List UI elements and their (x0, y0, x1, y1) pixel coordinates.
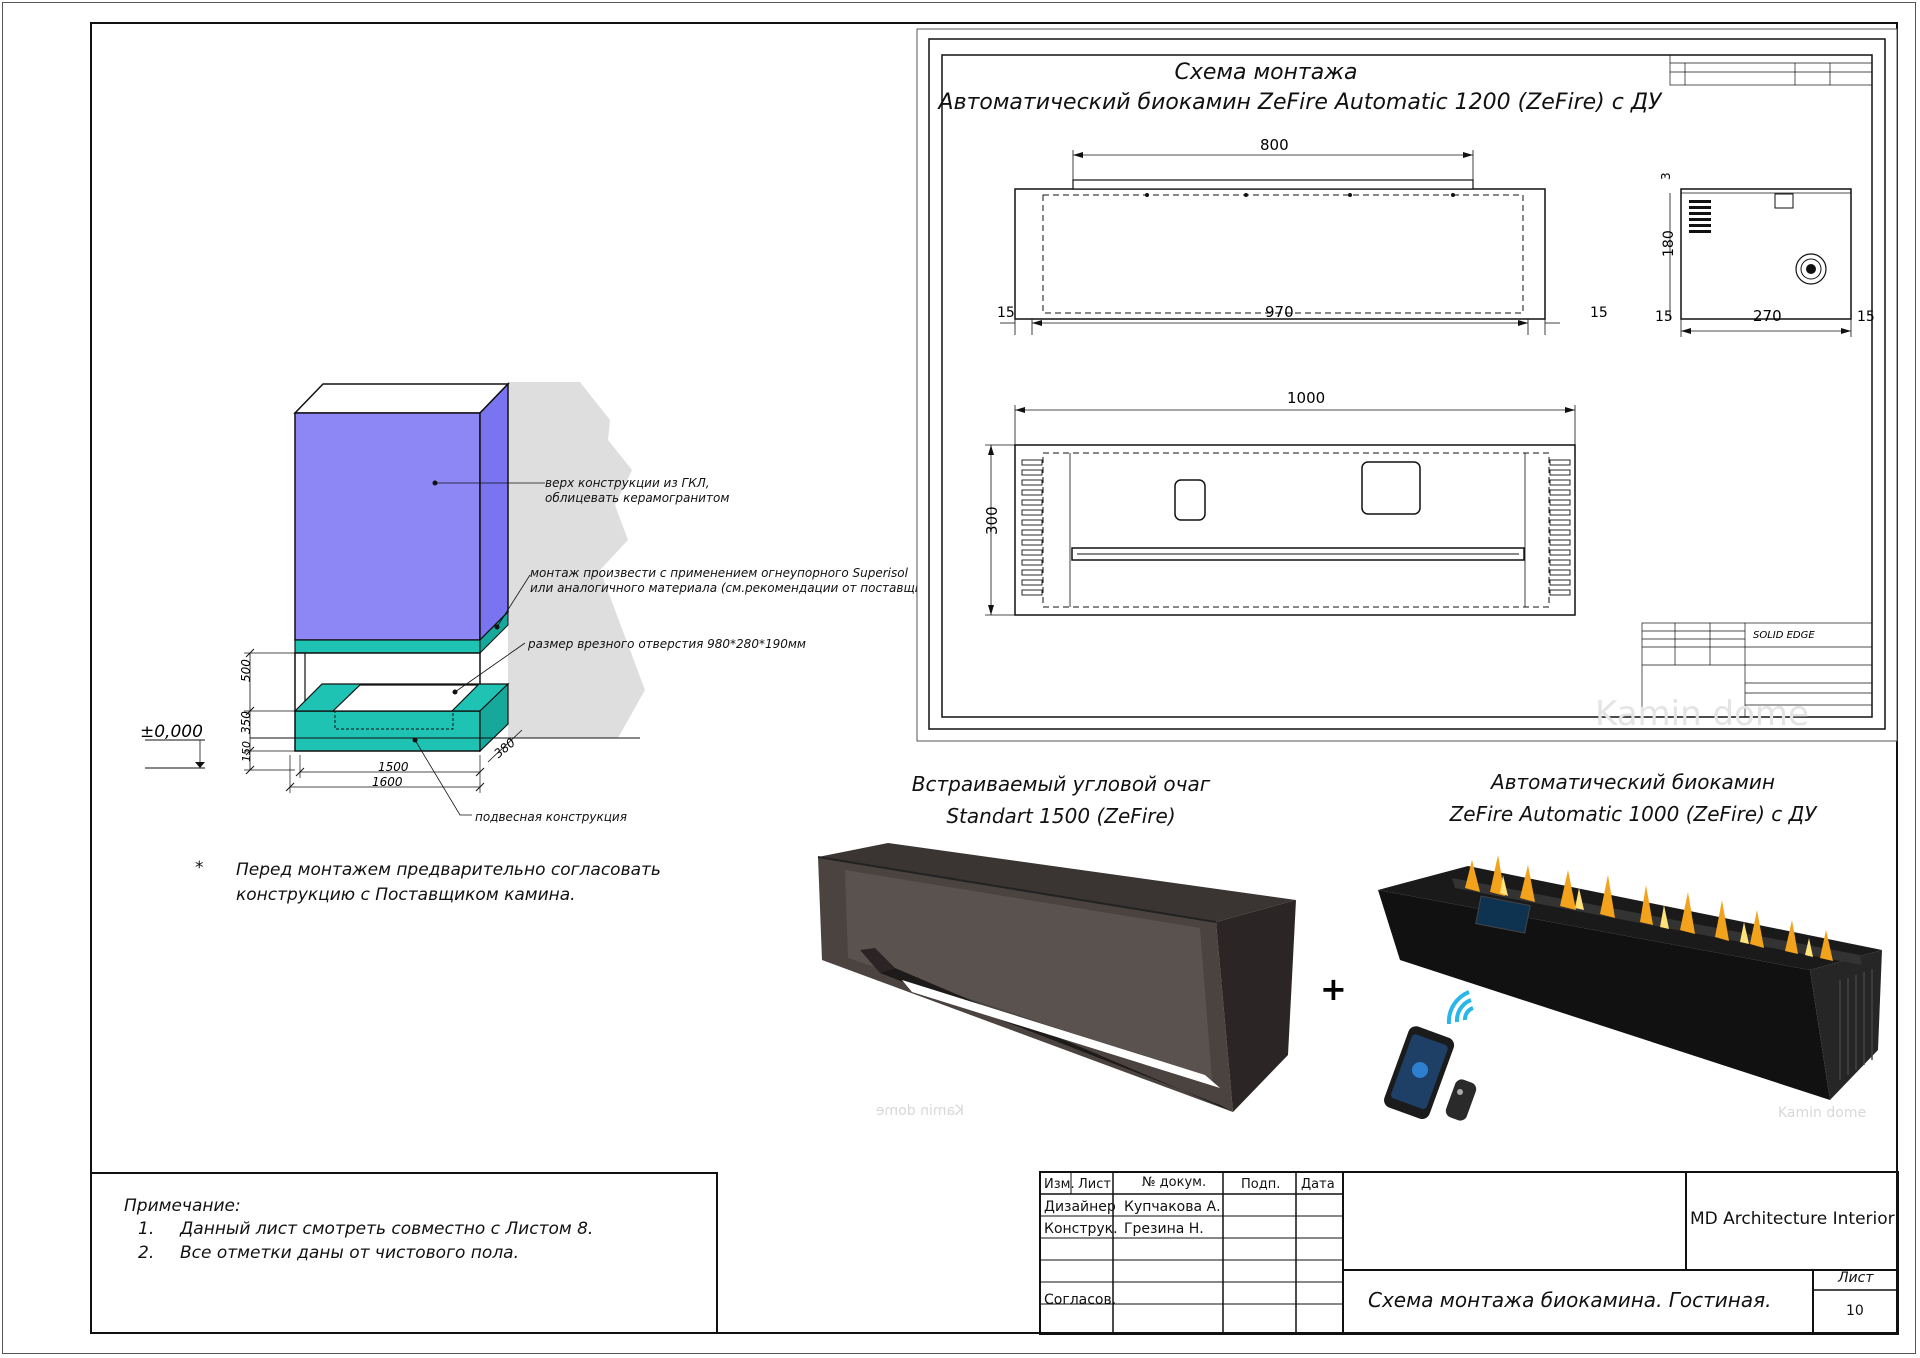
teal-lintel-side (479, 610, 509, 655)
right-product-title-line1: Автоматический биокамин (1491, 770, 1775, 794)
callout-mount-line1: монтаж произвести с применением огнеупор… (530, 566, 908, 580)
dim-150: 150 (240, 741, 253, 762)
name-designer: Купчакова А. (1124, 1199, 1221, 1215)
callout-mount-line2: или аналогичного материала (см.рекоменда… (530, 581, 942, 595)
notes-heading: Примечание: (124, 1196, 241, 1216)
dim-800: 800 (1260, 136, 1289, 154)
dim-300: 300 (983, 506, 1001, 535)
scheme-title-line2: Автоматический биокамин ZeFire Automatic… (938, 90, 1662, 115)
hdr-date: Дата (1301, 1177, 1335, 1192)
fireplace-construction-diagram: 500 350 150 ±0,000 1500 1600 380 (140, 382, 645, 816)
name-constructor: Грезина Н. (1124, 1221, 1204, 1237)
dim-970: 970 (1265, 303, 1294, 321)
automatic-burner-image (1378, 855, 1882, 1100)
callout-gkl-line2: облицевать керамогранитом (545, 491, 730, 505)
dim-500: 500 (239, 659, 253, 682)
role-designer: Дизайнер (1044, 1199, 1116, 1215)
pre-note-line1: Перед монтажем предварительно согласоват… (236, 860, 661, 880)
zefire-installation-drawing: 800 970 15 15 3 180 15 270 15 (916, 28, 1898, 742)
dim-350: 350 (239, 711, 253, 734)
note-1-text: Данный лист смотреть совместно с Листом … (180, 1219, 594, 1239)
plan-view (985, 405, 1576, 616)
note-2-text: Все отметки даны от чистового пола. (180, 1243, 520, 1263)
dim-180: 180 (1661, 230, 1677, 257)
watermark-left: Kamin dome (876, 1103, 964, 1119)
role-constructor: Конструк. (1044, 1221, 1118, 1237)
right-product-title: Автоматический биокамин ZeFire Automatic… (1450, 766, 1817, 830)
note-bullet: * (195, 858, 204, 878)
gkl-side-face (479, 382, 509, 642)
wifi-icon (1446, 990, 1474, 1025)
note-1-num: 1. (138, 1219, 155, 1239)
pre-install-note: Перед монтажем предварительно согласоват… (236, 858, 661, 908)
title-block-grid (1039, 1171, 1899, 1335)
hdr-sign: Подп. (1241, 1177, 1281, 1192)
wall-shadow (508, 382, 645, 738)
dim-side-15b: 15 (1857, 309, 1875, 325)
dim-1500: 1500 (378, 760, 409, 774)
role-approved: Согласов. (1044, 1292, 1117, 1308)
dim-3: 3 (1659, 172, 1673, 180)
teal-base-front (294, 710, 481, 752)
solid-edge-stamp (1641, 622, 1873, 718)
callout-mount: монтаж произвести с применением огнеупор… (530, 566, 942, 596)
dim-1600: 1600 (372, 775, 403, 789)
dim-380: 380 (491, 735, 518, 761)
plus-sign: + (1320, 970, 1347, 1008)
hdr-doc: № докум. (1142, 1175, 1207, 1190)
right-product-title-line2: ZeFire Automatic 1000 (ZeFire) с ДУ (1449, 802, 1817, 826)
callout-opening: размер врезного отверстия 980*280*190мм (528, 637, 806, 651)
side-view (1669, 188, 1852, 337)
callout-suspended: подвесная конструкция (475, 810, 627, 824)
dim-1000: 1000 (1287, 389, 1325, 407)
product-renders: + Kamin dome Kamin (817, 843, 1882, 1121)
watermark-right: Kamin dome (1778, 1105, 1866, 1121)
sheet-number: 10 (1846, 1303, 1864, 1319)
hdr-list: Лист (1078, 1177, 1111, 1192)
gkl-top-face (293, 383, 510, 414)
sheet-title: Схема монтажа биокамина. Гостиная. (1368, 1288, 1772, 1312)
scheme-title-line1: Схема монтажа (1174, 60, 1358, 85)
pre-note-line2: конструкцию с Поставщиком камина. (236, 885, 576, 905)
dim-side-15a: 15 (1655, 309, 1673, 325)
dim-15-left: 15 (997, 305, 1015, 321)
dim-15-right: 15 (1590, 305, 1608, 321)
left-product-title-line1: Встраиваемый угловой очаг (911, 772, 1211, 796)
phone-and-remote-image (1384, 1026, 1477, 1121)
note-2-num: 2. (138, 1243, 155, 1263)
dim-270: 270 (1753, 307, 1782, 325)
left-product-title: Встраиваемый угловой очаг Standart 1500 … (912, 768, 1210, 832)
solid-edge-label: SOLID EDGE (1753, 630, 1815, 641)
callout-gkl-top: верх конструкции из ГКЛ, облицевать кера… (545, 476, 729, 506)
gkl-front-face (294, 412, 481, 641)
front-view (1000, 150, 1560, 335)
notes-box: Примечание: 1. Данный лист смотреть совм… (90, 1172, 718, 1334)
revision-table (1669, 54, 1873, 86)
plan-vents (1021, 459, 1571, 596)
hdr-izm: Изм. (1044, 1177, 1075, 1192)
sheet-label: Лист (1838, 1270, 1874, 1286)
left-product-title-line2: Standart 1500 (ZeFire) (946, 804, 1176, 828)
corner-firebox-image (817, 843, 1296, 1112)
company-name: MD Architecture Interior (1690, 1209, 1895, 1229)
level-mark: ±0,000 (140, 722, 203, 742)
teal-lintel (294, 639, 481, 654)
scheme-watermark: Kamin dome (1595, 694, 1809, 734)
callout-gkl-line1: верх конструкции из ГКЛ, (545, 476, 710, 490)
